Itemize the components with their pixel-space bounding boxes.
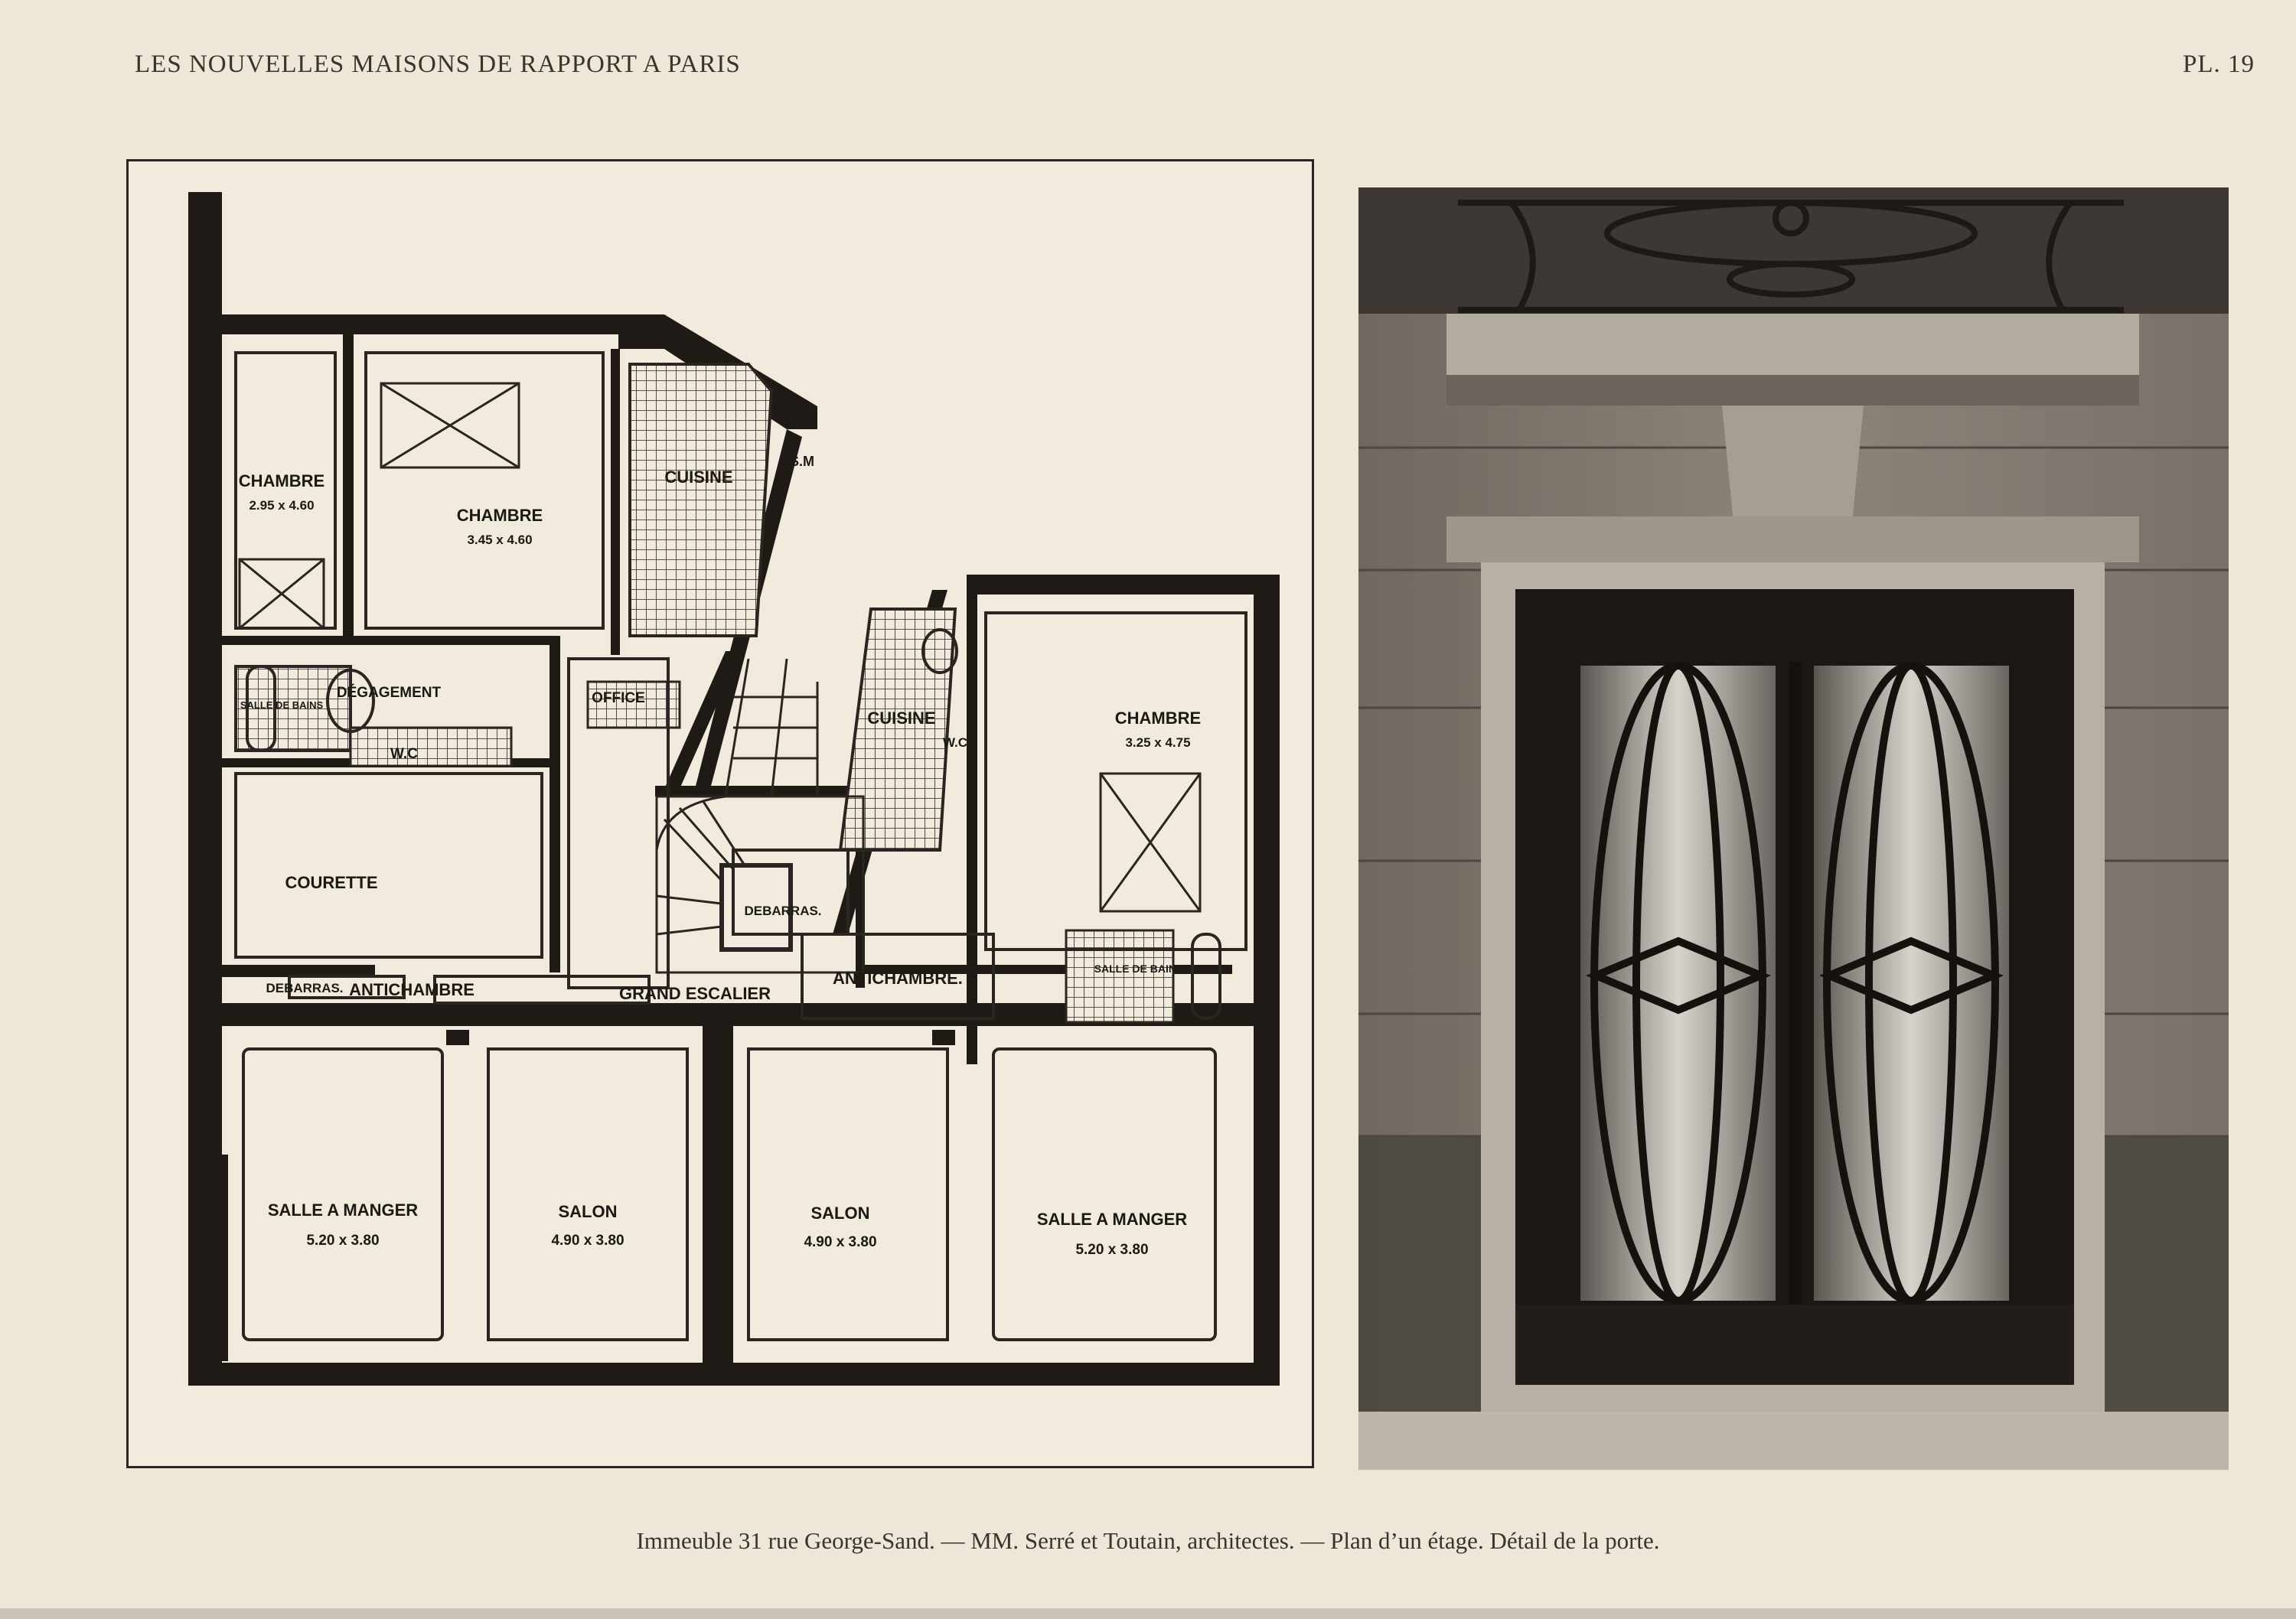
label-courette: COURETTE [285,873,378,892]
plate-caption: Immeuble 31 rue George-Sand. — MM. Serré… [636,1527,1660,1554]
label-degagement: DÉGAGEMENT [337,684,442,701]
label-grand-escalier: GRAND ESCALIER [619,984,771,1003]
plan-walls [188,192,1280,1386]
plate-number: PL. 19 [2182,50,2255,78]
label-cuisine-2: CUISINE [867,709,935,728]
label-wc-1: W.C [390,746,418,762]
label-chambre-1: CHAMBRE [239,471,325,490]
label-wc-2: W.C [943,735,967,750]
label-salle-a-manger-2-dim: 5.20 x 3.80 [1075,1242,1148,1258]
label-salle-a-manger-2: SALLE A MANGER [1037,1210,1187,1229]
plan-light-wells [238,382,1202,913]
floor-plan-drawing: CHAMBRE 2.95 x 4.60 CHAMBRE 3.45 x 4.60 … [188,192,1280,1386]
label-chambre-3-dim: 3.25 x 4.75 [1125,735,1190,750]
label-cuisine-1: CUISINE [664,467,732,487]
label-chambre-3: CHAMBRE [1115,709,1201,728]
label-debarras-1: DEBARRAS. [266,981,343,995]
label-salle-de-bains-2: SALLE DE BAINS [1094,963,1184,975]
label-chambre-2-dim: 3.45 x 4.60 [467,533,532,547]
plan-labels: CHAMBRE 2.95 x 4.60 CHAMBRE 3.45 x 4.60 … [239,454,1201,1258]
label-salon-1-dim: 4.90 x 3.80 [551,1233,624,1249]
running-title: LES NOUVELLES MAISONS DE RAPPORT A PARIS [135,50,741,78]
label-salon-2-dim: 4.90 x 3.80 [804,1234,876,1250]
floor-plan: CHAMBRE 2.95 x 4.60 CHAMBRE 3.45 x 4.60 … [126,159,1314,1468]
door-photograph [1358,187,2229,1470]
label-salle-a-manger-1-dim: 5.20 x 3.80 [306,1233,379,1249]
label-salle-a-manger-1: SALLE A MANGER [268,1200,418,1220]
label-sm: S.M [790,454,814,469]
label-debarras-2: DEBARRAS. [744,904,821,918]
balcony-railing [1358,187,2229,314]
label-antichambre-1: ANTICHAMBRE [349,980,475,999]
page-edge [0,1608,2296,1619]
label-office: OFFICE [592,690,645,706]
label-salon-1: SALON [559,1202,618,1221]
plan-tiled-floors [234,363,1175,1024]
door-ironwork [1586,662,2004,1305]
door-photograph-drawing [1358,187,2229,1470]
label-chambre-1-dim: 2.95 x 4.60 [249,498,314,513]
label-antichambre-2: ANTICHAMBRE. [833,969,963,988]
plan-staircase [655,658,865,974]
label-salle-de-bains-1: SALLE DE BAINS [240,699,324,711]
label-chambre-2: CHAMBRE [457,506,543,525]
label-salon-2: SALON [811,1204,870,1223]
